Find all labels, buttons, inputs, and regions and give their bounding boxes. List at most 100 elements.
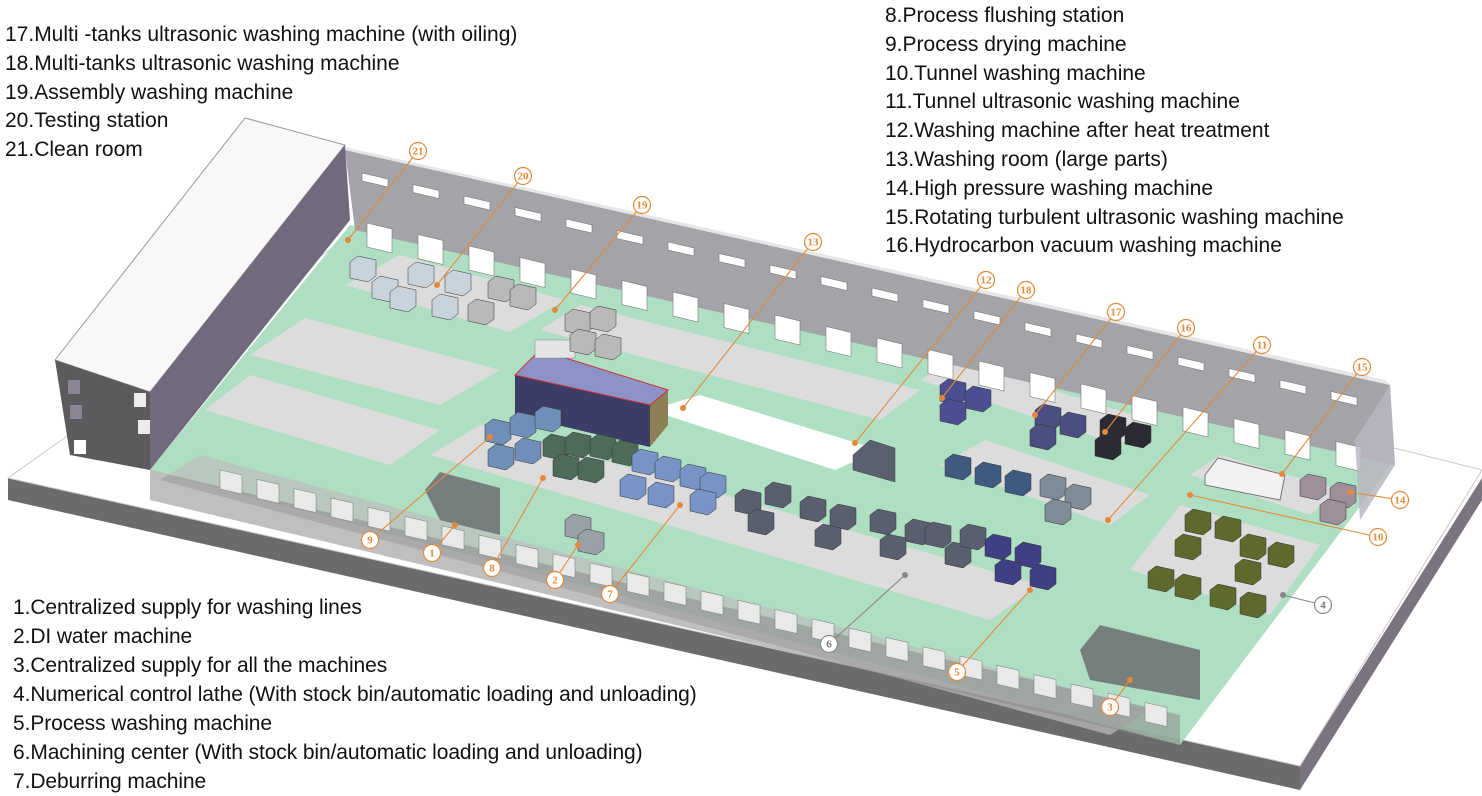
window (973, 310, 1001, 326)
callout-badge-9 (360, 530, 380, 550)
legend-item-20: 20.Testing station (5, 109, 169, 133)
machine (509, 411, 537, 439)
callout-anchor-17 (1032, 412, 1038, 418)
machine (389, 285, 417, 313)
legend-item-4: 4.Numerical control lathe (With stock bi… (13, 683, 697, 706)
legend-item-19: 19.Assembly washing machine (5, 80, 294, 104)
legend-item-17: 17.Multi -tanks ultrasonic washing machi… (5, 23, 518, 46)
window (820, 276, 848, 291)
machine (487, 443, 515, 471)
machine (594, 333, 622, 361)
zone-13 (540, 305, 920, 420)
machine (924, 521, 952, 549)
legend-item-21: 21.Clean room (5, 138, 143, 162)
legend-item-9: 9.Process drying machine (885, 32, 1127, 56)
machine (944, 453, 972, 481)
callout-number-1: 1 (429, 548, 435, 560)
machine (1004, 469, 1032, 497)
machine (814, 523, 842, 551)
callout-anchor-19 (552, 307, 558, 313)
callout-number-20: 20 (518, 171, 530, 183)
back-wall (345, 150, 1395, 465)
machine (589, 305, 617, 333)
window (219, 469, 243, 495)
machine (689, 488, 717, 516)
window (1284, 429, 1311, 461)
legend-item-13: 13.Washing room (large parts) (885, 147, 1168, 171)
window (330, 497, 354, 523)
back-wall-windows (361, 172, 1362, 472)
window (256, 478, 280, 504)
callout-leader-19 (554, 204, 643, 311)
machine (514, 437, 542, 465)
window (922, 299, 950, 314)
front-wall (150, 470, 1180, 745)
legend-item-8: 8.Process flushing station (885, 4, 1125, 27)
machine (577, 456, 605, 484)
callout-anchor-13 (680, 405, 686, 411)
machine (879, 533, 907, 561)
window (667, 241, 695, 257)
window (519, 257, 546, 288)
callout-leader-11 (1107, 344, 1263, 521)
machine (1039, 473, 1067, 501)
machine (1239, 591, 1267, 619)
window (621, 280, 648, 311)
window (1233, 418, 1260, 449)
washing-room-13-end (650, 390, 668, 447)
central-supply-1 (425, 472, 500, 535)
office-window (68, 380, 80, 394)
window (996, 664, 1020, 690)
machine (869, 508, 897, 536)
machine (1319, 498, 1347, 526)
window (774, 314, 801, 346)
legend-item-14: 14.High pressure washing machine (885, 176, 1214, 200)
callout-leader-18 (941, 289, 1027, 399)
machine (1214, 515, 1242, 543)
callout-leader-13 (682, 241, 814, 409)
callout-anchor-10 (1187, 492, 1193, 498)
callout-badge-8 (482, 558, 502, 578)
callout-badge-6 (819, 634, 839, 654)
window (1033, 674, 1057, 699)
callout-badge-10 (1368, 527, 1388, 547)
callout-number-14: 14 (1395, 495, 1407, 507)
base-slab-right (1300, 478, 1482, 790)
window (1228, 368, 1256, 383)
callout-leader-9 (369, 436, 491, 541)
machine (974, 461, 1002, 489)
callout-anchor-5 (1027, 587, 1033, 593)
window (361, 172, 389, 188)
callout-anchor-14 (1347, 489, 1353, 495)
machine (984, 533, 1012, 561)
callout-number-15: 15 (1357, 362, 1369, 374)
office-side (150, 145, 350, 470)
callout-number-4: 4 (1320, 600, 1326, 612)
legend-item-10: 10.Tunnel washing machine (885, 61, 1146, 85)
zone-left-a (250, 318, 500, 405)
window (871, 287, 899, 303)
window (922, 646, 946, 672)
legend-item-5: 5.Process washing machine (13, 712, 272, 735)
window (1330, 391, 1358, 406)
window (1182, 406, 1209, 438)
callout-number-16: 16 (1181, 323, 1193, 335)
window (1177, 356, 1205, 372)
legend-item-16: 16.Hydrocarbon vacuum washing machine (885, 234, 1282, 258)
machine (1239, 533, 1267, 561)
callout-number-3: 3 (1107, 702, 1113, 714)
machine (734, 488, 762, 516)
machine (349, 255, 377, 283)
back-wall-top (340, 146, 1390, 385)
callout-badge-4 (1313, 595, 1333, 615)
window (1144, 702, 1168, 727)
machine (964, 385, 992, 413)
callout-leader-7 (609, 504, 681, 595)
machine (467, 298, 495, 326)
machine (1174, 573, 1202, 601)
window (1075, 333, 1103, 349)
machine (569, 328, 597, 356)
callout-anchor-1 (452, 522, 458, 528)
office-window (70, 405, 82, 419)
machine (654, 455, 682, 483)
